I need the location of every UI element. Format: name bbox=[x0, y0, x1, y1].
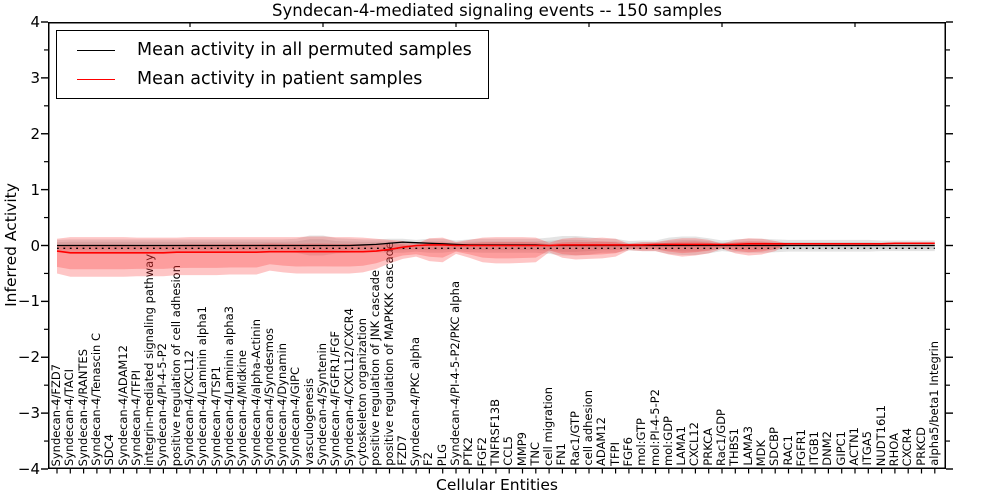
patient-mean-line bbox=[56, 242, 935, 254]
x-axis-title: Cellular Entities bbox=[436, 476, 558, 494]
y-tick-label: 4 bbox=[30, 13, 40, 31]
y-tick-label: 0 bbox=[30, 236, 40, 255]
chart-title: Syndecan-4-mediated signaling events -- … bbox=[272, 1, 722, 20]
legend: Mean activity in all permuted samples Me… bbox=[56, 30, 489, 99]
y-tick-label: −2 bbox=[17, 348, 40, 367]
legend-entry-patient: Mean activity in patient samples bbox=[69, 69, 472, 89]
legend-label-patient: Mean activity in patient samples bbox=[137, 69, 423, 89]
y-tick-label: 3 bbox=[30, 68, 40, 87]
y-tick-label: −4 bbox=[17, 460, 40, 478]
y-tick-label: 2 bbox=[30, 124, 40, 143]
legend-label-permuted: Mean activity in all permuted samples bbox=[137, 40, 472, 60]
y-tick-label: −3 bbox=[17, 404, 40, 423]
legend-line-red-icon bbox=[77, 78, 115, 80]
plot-border bbox=[48, 22, 946, 469]
y-tick-label: 1 bbox=[30, 180, 40, 199]
legend-entry-permuted: Mean activity in all permuted samples bbox=[69, 40, 472, 60]
y-tick-label: −1 bbox=[17, 292, 40, 311]
legend-line-black-icon bbox=[77, 49, 115, 51]
patient-samples-range-band-core bbox=[57, 241, 935, 270]
patient-samples-range-band bbox=[57, 236, 935, 277]
